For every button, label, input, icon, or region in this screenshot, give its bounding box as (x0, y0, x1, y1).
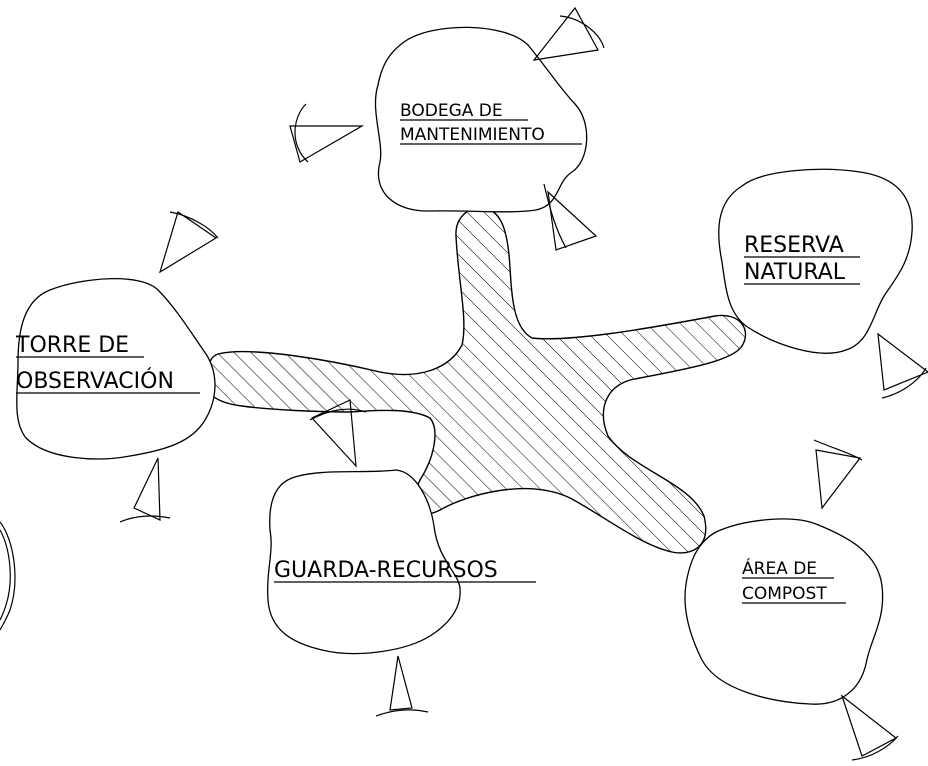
bodega-label: BODEGA DE MANTENIMIENTO (400, 101, 582, 145)
reserva-label-line1: RESERVA (744, 233, 844, 258)
viewpoint-mark-compost-top (813, 439, 863, 510)
reserva-label: RESERVA NATURAL (744, 233, 860, 285)
viewpoint-mark-torre-top (158, 211, 219, 274)
partial-circle-feature (0, 521, 16, 631)
reserva-label-line2: NATURAL (744, 260, 846, 285)
compost-label: ÁREA DE COMPOST (742, 557, 846, 604)
reserva-zone-outline (718, 168, 913, 354)
viewpoint-mark-compost-bottom (840, 694, 899, 761)
viewpoint-mark-guarda-bottom (375, 655, 429, 717)
bodega-label-line1: BODEGA DE (400, 101, 503, 121)
viewpoint-mark-guarda-top (309, 399, 367, 468)
viewpoint-mark-torre-bottom (119, 457, 171, 523)
torre-label: TORRE DE OBSERVACIÓN (15, 333, 200, 394)
central-circulation-area (204, 207, 747, 554)
guarda-label-line1: GUARDA-RECURSOS (274, 558, 498, 583)
compost-zone-outline (684, 518, 884, 705)
viewpoint-mark-bodega-left (289, 103, 365, 163)
torre-label-line2: OBSERVACIÓN (16, 368, 174, 394)
guarda-zone-outline (267, 469, 461, 655)
compost-label-line1: ÁREA DE (742, 557, 817, 579)
torre-label-line1: TORRE DE (15, 333, 129, 358)
viewpoint-mark-bodega-bottom (543, 183, 598, 251)
viewpoint-mark-reserva (877, 332, 928, 399)
torre-zone-outline (16, 277, 216, 460)
viewpoint-mark-bodega-top (532, 6, 605, 61)
guarda-label: GUARDA-RECURSOS (274, 558, 536, 583)
bodega-label-line2: MANTENIMIENTO (400, 125, 545, 145)
compost-label-line2: COMPOST (742, 584, 827, 604)
